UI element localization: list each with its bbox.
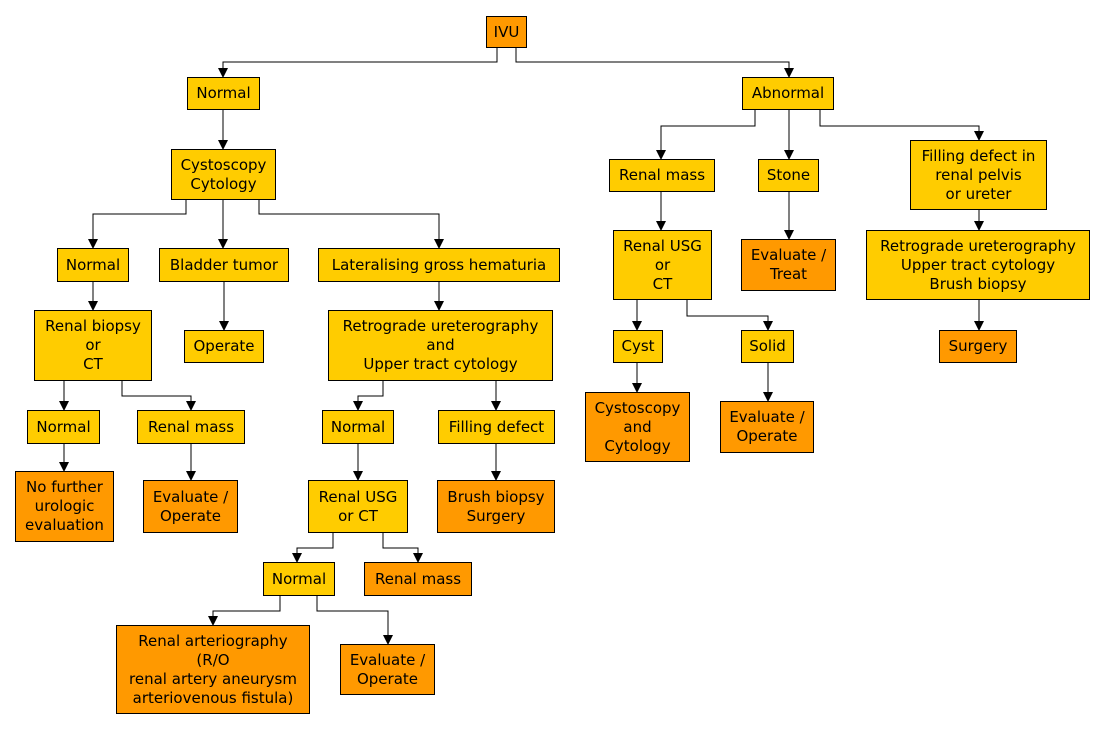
node-no-further-evaluation: No further urologic evaluation	[15, 471, 114, 542]
connector-arrow	[819, 110, 984, 141]
connector-arrow	[121, 381, 196, 411]
node-operate-bladder: Operate	[184, 330, 264, 363]
node-renal-biopsy-ct: Renal biopsy or CT	[34, 310, 152, 381]
node-evaluate-operate-right: Evaluate / Operate	[720, 401, 814, 453]
node-renal-usg-ct: Renal USG or CT	[308, 480, 408, 533]
node-normal-level4b: Normal	[322, 410, 394, 444]
node-renal-arteriography: Renal arteriography (R/O renal artery an…	[116, 625, 310, 714]
node-filling-defect-level4: Filling defect	[438, 410, 555, 444]
node-evaluate-operate-level7: Evaluate / Operate	[340, 644, 435, 695]
connector-arrow	[353, 381, 384, 411]
connector-arrow	[316, 596, 393, 645]
connector-arrow	[208, 596, 281, 626]
node-renal-mass-level6: Renal mass	[364, 562, 472, 596]
node-renal-mass-right: Renal mass	[609, 159, 715, 192]
node-cystoscopy-and-cytology: Cystoscopy and Cytology	[585, 392, 690, 462]
node-renal-usg-or-ct-right: Renal USG or CT	[613, 230, 712, 300]
node-retrograde-brush-biopsy: Retrograde ureterography Upper tract cyt…	[866, 230, 1090, 300]
node-cystoscopy-cytology: Cystoscopy Cytology	[171, 149, 276, 200]
node-stone: Stone	[758, 159, 819, 192]
node-cyst: Cyst	[613, 330, 663, 363]
node-evaluate-operate-level5: Evaluate / Operate	[143, 480, 238, 533]
connector-arrow	[258, 200, 444, 249]
node-normal-level2: Normal	[57, 248, 129, 282]
node-normal-level4a: Normal	[27, 410, 100, 444]
connector-arrow	[686, 300, 773, 331]
node-brush-biopsy-surgery: Brush biopsy Surgery	[437, 480, 555, 533]
connector-arrow	[515, 48, 794, 78]
connector-arrow	[218, 48, 498, 78]
node-evaluate-treat: Evaluate / Treat	[741, 239, 836, 291]
node-lateralising-gross-hematuria: Lateralising gross hematuria	[318, 248, 560, 282]
node-retrograde-upper-tract: Retrograde ureterography and Upper tract…	[328, 310, 553, 381]
node-renal-mass-level4: Renal mass	[137, 410, 245, 444]
node-filling-defect-renal-pelvis: Filling defect in renal pelvis or ureter	[910, 140, 1047, 210]
node-abnormal: Abnormal	[742, 77, 834, 110]
node-normal-top: Normal	[187, 77, 260, 110]
node-normal-level6: Normal	[263, 562, 335, 596]
connector-arrow	[656, 110, 756, 160]
connector-arrow	[382, 533, 423, 563]
node-bladder-tumor: Bladder tumor	[159, 248, 289, 282]
node-solid: Solid	[741, 330, 794, 363]
node-surgery: Surgery	[939, 330, 1017, 363]
connector-arrow	[292, 533, 334, 563]
connector-arrow	[88, 200, 187, 249]
node-ivu: IVU	[486, 16, 527, 48]
